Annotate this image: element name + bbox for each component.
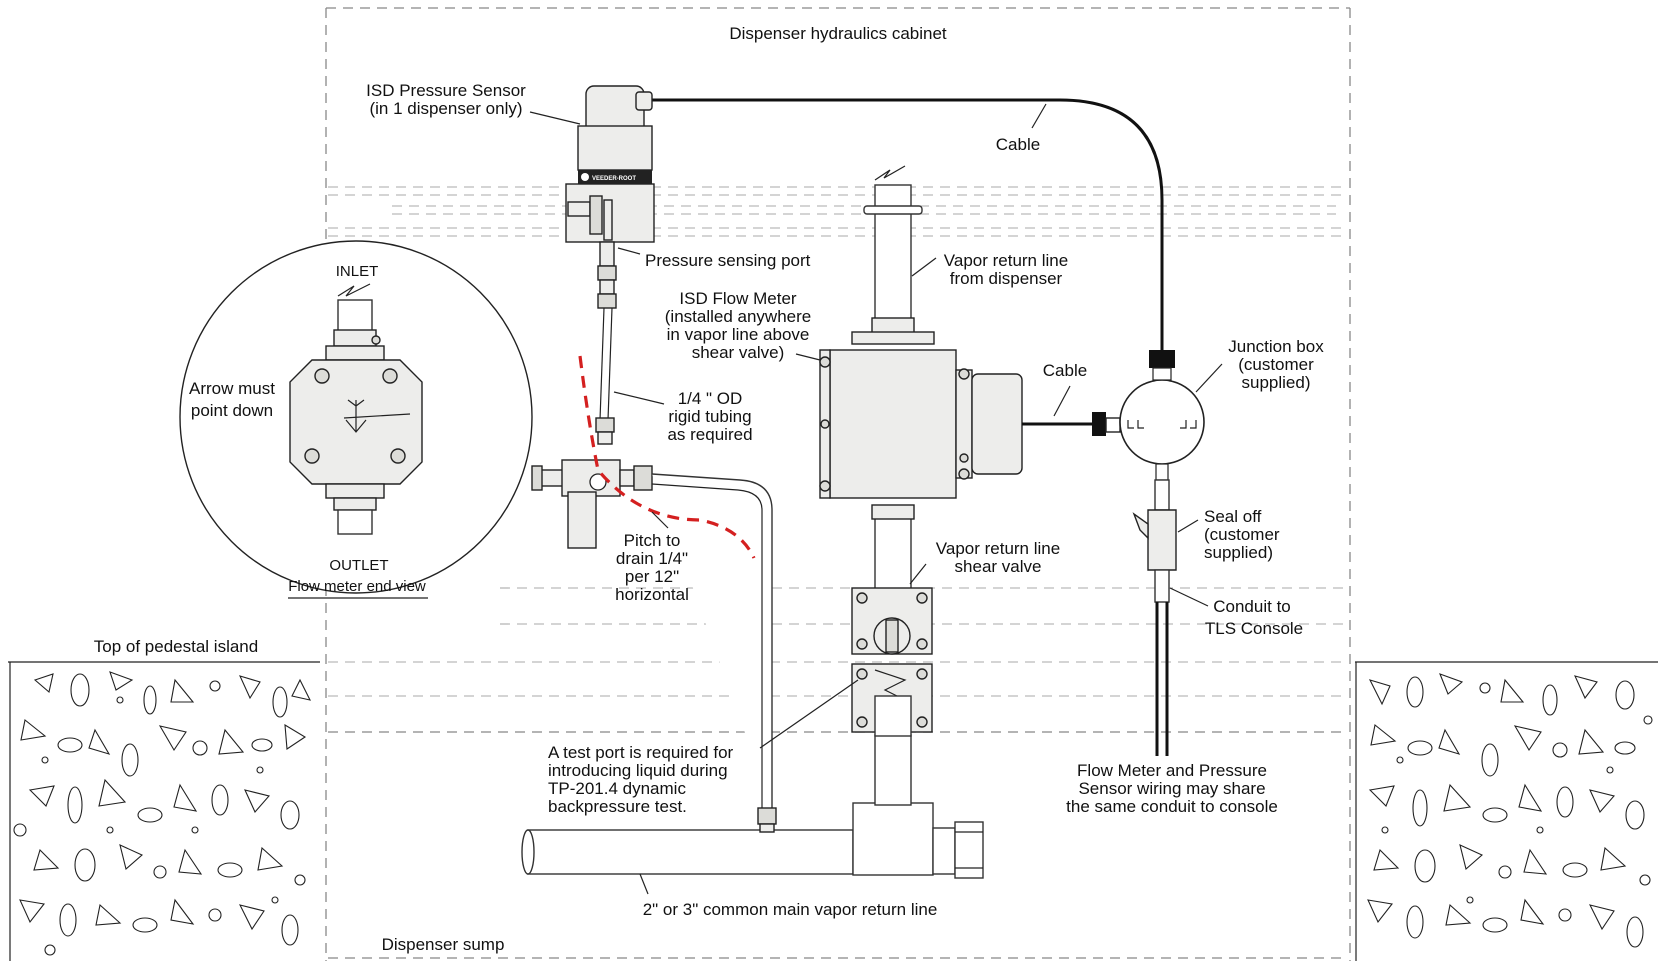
- sump-label: Dispenser sump: [382, 935, 505, 954]
- concrete-right: [1355, 661, 1658, 961]
- arrow-label-2: point down: [191, 401, 273, 420]
- cable-mid-label: Cable: [1043, 361, 1087, 380]
- vapor-from-label-2: from dispenser: [950, 269, 1063, 288]
- isd-pressure-sensor: VEEDER-ROOT: [565, 85, 655, 267]
- sensor-cable: [646, 98, 1164, 350]
- junction-label-3: supplied): [1242, 373, 1311, 392]
- wiring-note-2: Sensor wiring may share: [1078, 779, 1265, 798]
- isd-flow-meter: [819, 349, 1023, 499]
- end-view-caption: Flow meter end view: [288, 578, 426, 595]
- conduit-label-1: Conduit to: [1213, 597, 1291, 616]
- conduit-label-2: TLS Console: [1205, 619, 1303, 638]
- tubing-label-1: 1/4 " OD: [678, 389, 743, 408]
- conduit-to-console: [1155, 602, 1169, 756]
- cable-top-label: Cable: [996, 135, 1040, 154]
- test-port-label-3: TP-201.4 dynamic: [548, 779, 686, 798]
- test-port-label-4: backpressure test.: [548, 797, 687, 816]
- seal-off: [1132, 479, 1177, 603]
- pitch-drain-line: [578, 355, 756, 559]
- junction-label-1: Junction box: [1228, 337, 1324, 356]
- tubing-label-3: as required: [667, 425, 752, 444]
- leader-lines: [343, 103, 1223, 895]
- down-arrow-icon: [345, 399, 367, 433]
- pitch-label-3: per 12": [625, 567, 679, 586]
- tubing-label-2: rigid tubing: [668, 407, 751, 426]
- wiring-note-3: the same conduit to console: [1066, 797, 1278, 816]
- vapor-from-label-1: Vapor return line: [944, 251, 1068, 270]
- vapor-return-pipe: [851, 165, 935, 806]
- seal-label-2: (customer: [1204, 525, 1280, 544]
- pitch-label-1: Pitch to: [624, 531, 681, 550]
- pressure-sensor-label: ISD Pressure Sensor: [366, 81, 526, 100]
- outlet-label: OUTLET: [329, 557, 388, 574]
- shear-label-2: shear valve: [955, 557, 1042, 576]
- shear-label-1: Vapor return line: [936, 539, 1060, 558]
- pressure-sensor-note: (in 1 dispenser only): [369, 99, 522, 118]
- sensing-port-label: Pressure sensing port: [645, 251, 811, 270]
- labels: Dispenser hydraulics cabinet ISD Pressur…: [94, 24, 1324, 954]
- arrow-label-1: Arrow must: [189, 379, 275, 398]
- tee-fitting: [531, 459, 777, 833]
- main-vapor-return-line: [521, 802, 984, 879]
- main-line-label: 2" or 3" common main vapor return line: [643, 900, 938, 919]
- rigid-tubing: [595, 265, 617, 445]
- pitch-label-4: horizontal: [615, 585, 689, 604]
- concrete-left: [8, 661, 320, 961]
- seal-label-1: Seal off: [1204, 507, 1262, 526]
- pedestal-label: Top of pedestal island: [94, 637, 258, 656]
- flow-meter-label-2: (installed anywhere: [665, 307, 811, 326]
- test-port-label-1: A test port is required for: [548, 743, 734, 762]
- flow-meter-cable: [1022, 412, 1121, 436]
- inlet-label: INLET: [336, 263, 379, 280]
- shear-valve: [851, 587, 933, 737]
- brand-label: VEEDER-ROOT: [592, 176, 636, 182]
- pitch-label-2: drain 1/4": [616, 549, 688, 568]
- test-port-label-2: introducing liquid during: [548, 761, 728, 780]
- seal-label-3: supplied): [1204, 543, 1273, 562]
- cabinet-shelf: [328, 186, 1348, 237]
- flow-meter-label-4: shear valve): [692, 343, 785, 362]
- wiring-note-1: Flow Meter and Pressure: [1077, 761, 1267, 780]
- flow-meter-label-3: in vapor line above: [667, 325, 810, 344]
- flow-meter-label-1: ISD Flow Meter: [679, 289, 796, 308]
- junction-label-2: (customer: [1238, 355, 1314, 374]
- cabinet-label: Dispenser hydraulics cabinet: [729, 24, 947, 43]
- junction-box: [1119, 350, 1205, 481]
- sump-top-lines: [328, 587, 1348, 959]
